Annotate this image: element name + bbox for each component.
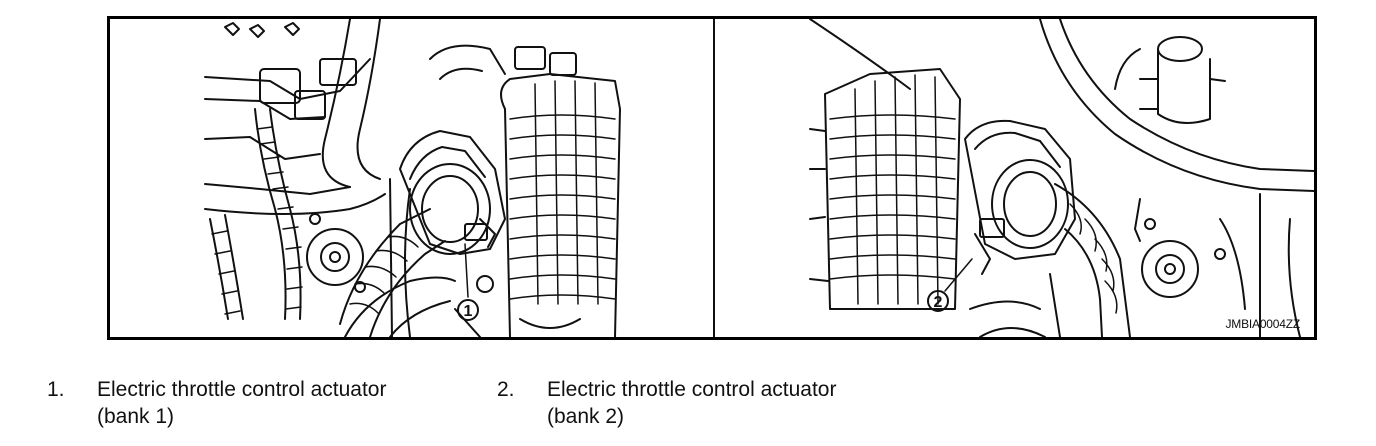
legend-number: 2. [497, 378, 515, 401]
callout-1: 1 [464, 303, 473, 320]
left-panel-drawing: 1 [204, 19, 621, 337]
legend-text: Electric throttle control actuator (bank… [97, 376, 497, 430]
callout-2: 2 [934, 294, 943, 311]
legend-line-1: Electric throttle control actuator [547, 378, 837, 401]
legend-line-2: (bank 1) [97, 405, 175, 428]
right-panel-drawing: 2 [809, 19, 1314, 337]
figure-id: JMBIA0004ZZ [1225, 317, 1301, 331]
legend-line-1: Electric throttle control actuator [97, 378, 387, 401]
legend-line-2: (bank 2) [547, 405, 625, 428]
legend-number: 1. [47, 378, 65, 401]
legend-text: Electric throttle control actuator (bank… [547, 376, 947, 430]
engine-illustration-frame: 1 [107, 16, 1317, 340]
engine-line-drawing: 1 [204, 19, 1314, 337]
